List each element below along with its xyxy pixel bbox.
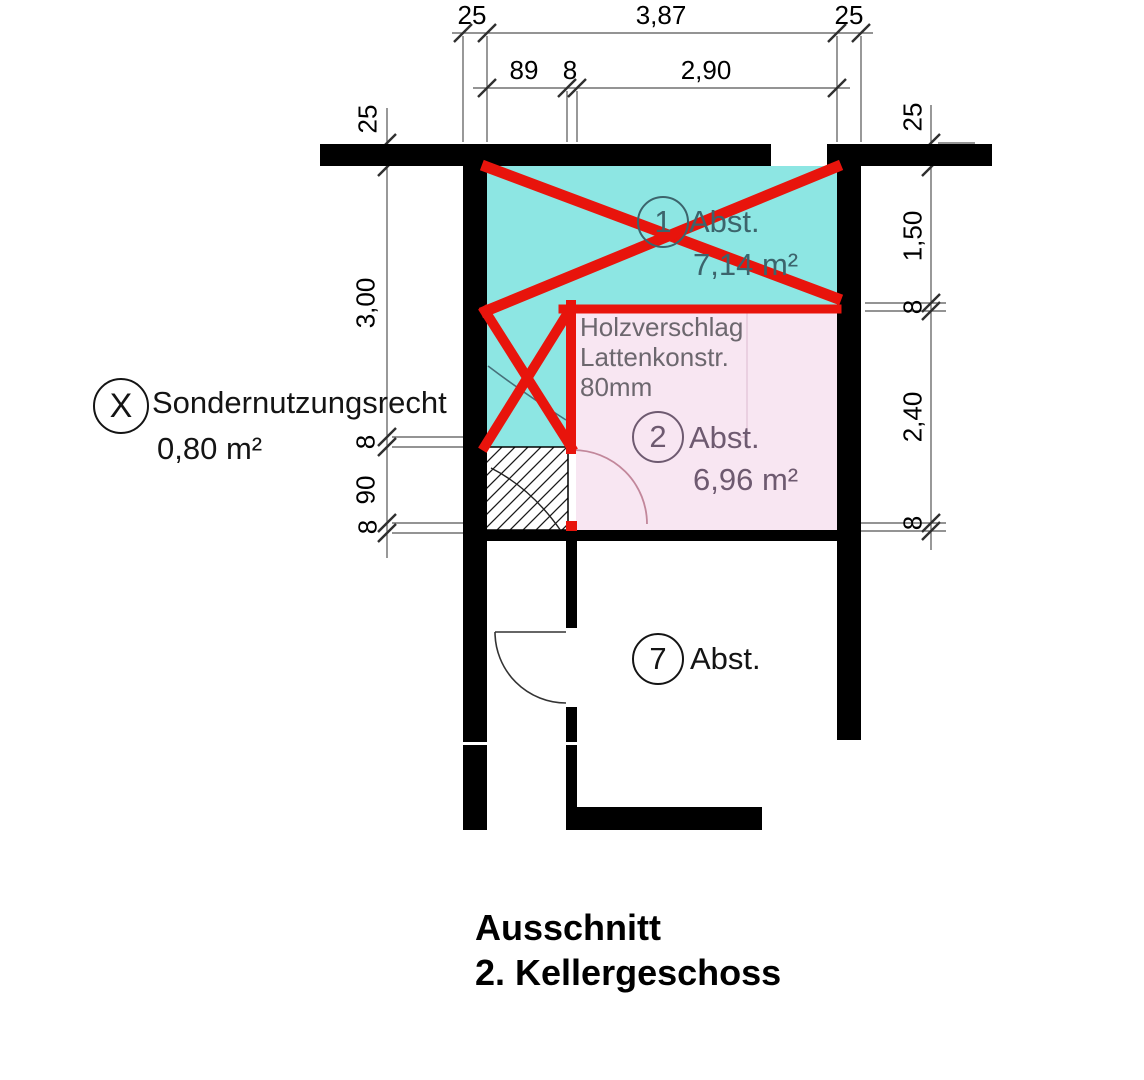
corridor-wall-lower [566, 707, 577, 830]
room1-number: 1 [654, 204, 672, 239]
room7-label: Abst. [690, 641, 761, 676]
corridor-wall-upper [566, 541, 577, 628]
room2-label: Abst. [689, 420, 760, 455]
special-use-symbol: X [109, 386, 133, 425]
top-wall [320, 144, 992, 166]
bottom-wall [566, 807, 762, 830]
drawing-title-line1: Ausschnitt [475, 907, 662, 948]
hatched-area [483, 446, 569, 531]
dim-top-span: 3,87 [635, 0, 687, 30]
special-use-area: 0,80 m² [157, 431, 263, 466]
special-use-symbol-circle: X [93, 378, 149, 434]
dim-top-left-wall: 25 [457, 0, 487, 30]
partition-note-line3: 80mm [580, 372, 653, 402]
middle-horizontal-wall [487, 530, 838, 541]
window-opening [771, 144, 827, 166]
right-wall [837, 166, 861, 740]
room1-number-circle: 1 [637, 196, 689, 248]
dim-left-partition-bottom: 8 [352, 519, 383, 535]
corridor-wall-joint [566, 742, 577, 745]
dim-top2-partition: 8 [562, 55, 578, 85]
dimension-ticks [377, 23, 941, 543]
partition-note-line2: Lattenkonstr. [580, 342, 729, 372]
red-cross-strip-b [478, 304, 576, 453]
drawing-title: Ausschnitt 2. Kellergeschoss [475, 905, 781, 995]
room7-number-circle: 7 [632, 633, 684, 685]
room7-number: 7 [649, 641, 667, 676]
faint-line-room2 [740, 312, 748, 438]
dim-right-partition: 8 [897, 299, 928, 315]
room2-fill [576, 311, 837, 530]
room2-number: 2 [649, 419, 667, 454]
dim-right-bottom: 8 [897, 515, 928, 531]
room1-area: 7,14 m² [693, 247, 799, 282]
walls [320, 144, 992, 830]
dim-top2-right: 2,90 [680, 55, 732, 85]
dimension-lines [386, 32, 975, 558]
door-arc-strip [487, 365, 567, 421]
dim-right-room1-height: 1,50 [897, 210, 928, 262]
dim-left-wall: 25 [352, 104, 383, 134]
room2-number-circle: 2 [632, 411, 684, 463]
dim-top2-left: 89 [509, 55, 539, 85]
dim-left-niche: 90 [350, 475, 381, 505]
dim-left-room-height: 3,00 [350, 277, 381, 329]
dim-top-right-wall: 25 [834, 0, 864, 30]
room2-area: 6,96 m² [693, 462, 799, 497]
dim-right-wall: 25 [897, 102, 928, 132]
partition-note: Holzverschlag Lattenkonstr. 80mm [580, 312, 743, 402]
red-door-post [566, 521, 577, 531]
left-wall [463, 166, 487, 830]
dim-right-room2-height: 2,40 [897, 391, 928, 443]
door-swings [487, 312, 748, 704]
drawing-title-line2: 2. Kellergeschoss [475, 952, 782, 993]
special-use-label: Sondernutzungsrecht [152, 385, 447, 420]
room1-label: Abst. [689, 204, 760, 239]
dim-left-partition-top: 8 [350, 434, 381, 450]
partition-note-line1: Holzverschlag [580, 312, 744, 342]
door-arc-room2 [572, 449, 648, 525]
left-wall-joint [463, 742, 487, 745]
door-arc-hatch [490, 467, 562, 532]
door-arc-room7 [494, 631, 567, 704]
